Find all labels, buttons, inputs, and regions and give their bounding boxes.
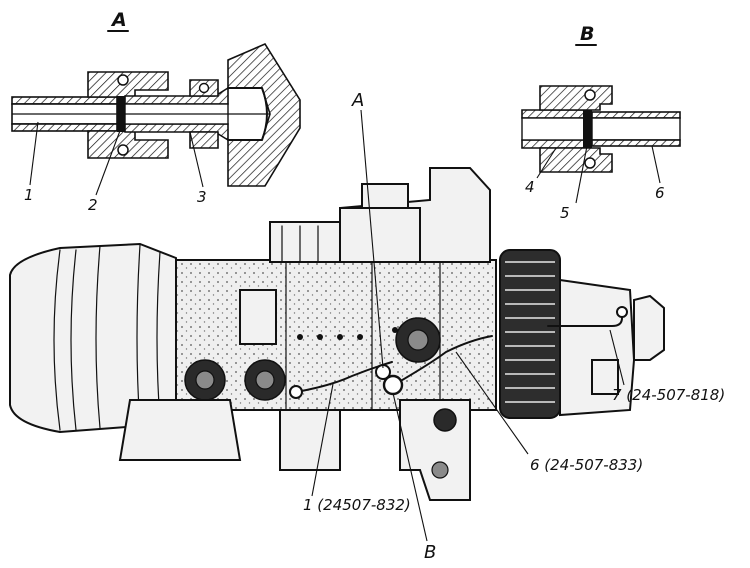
detail-a-label-seal: 2 <box>88 196 98 214</box>
view-marker-b: B <box>424 542 436 563</box>
detail-a-fitting-body <box>124 79 287 149</box>
callout-pipe-6: 6 (24-507-833) <box>530 456 643 474</box>
pipe-6 <box>391 335 493 387</box>
callouts: 1 (24507-832) 6 (24-507-833) 7 (24-507-8… <box>303 329 725 514</box>
detail-b: B 4 5 6 <box>521 23 681 222</box>
detail-b-title: B <box>580 23 594 45</box>
view-marker-a: A <box>351 90 364 111</box>
detail-b-union-nut <box>539 85 613 173</box>
pipe-7 <box>547 311 623 327</box>
detail-b-pipe <box>591 111 681 147</box>
detail-a-pipe <box>11 96 118 132</box>
central-casing <box>175 259 497 411</box>
lower-left-unit <box>118 399 242 461</box>
detail-b-label-nut: 4 <box>525 178 535 196</box>
propeller-flange <box>633 294 665 361</box>
finned-ring <box>499 249 561 419</box>
detail-b-label-seal: 5 <box>560 204 570 222</box>
engine-assembly <box>9 167 665 501</box>
view-markers: A B <box>351 90 436 563</box>
detail-a-union-nut <box>87 71 169 159</box>
callout-pipe-7: 7 (24-507-818) <box>612 386 725 404</box>
fitting-b-location <box>382 374 404 396</box>
detail-a-label-nut: 3 <box>197 188 207 206</box>
detail-b-fitting-body <box>521 109 586 149</box>
detail-a-title: A <box>110 9 127 31</box>
detail-b-seal-ring <box>583 110 592 148</box>
callout-pipe-1: 1 (24507-832) <box>303 496 411 514</box>
detail-a-seal-ring <box>117 96 125 132</box>
detail-a-label-pipe: 1 <box>24 186 34 204</box>
detail-a: A <box>11 9 301 214</box>
detail-b-label-pipe: 6 <box>655 184 665 202</box>
detail-a-housing-wall <box>227 42 301 187</box>
